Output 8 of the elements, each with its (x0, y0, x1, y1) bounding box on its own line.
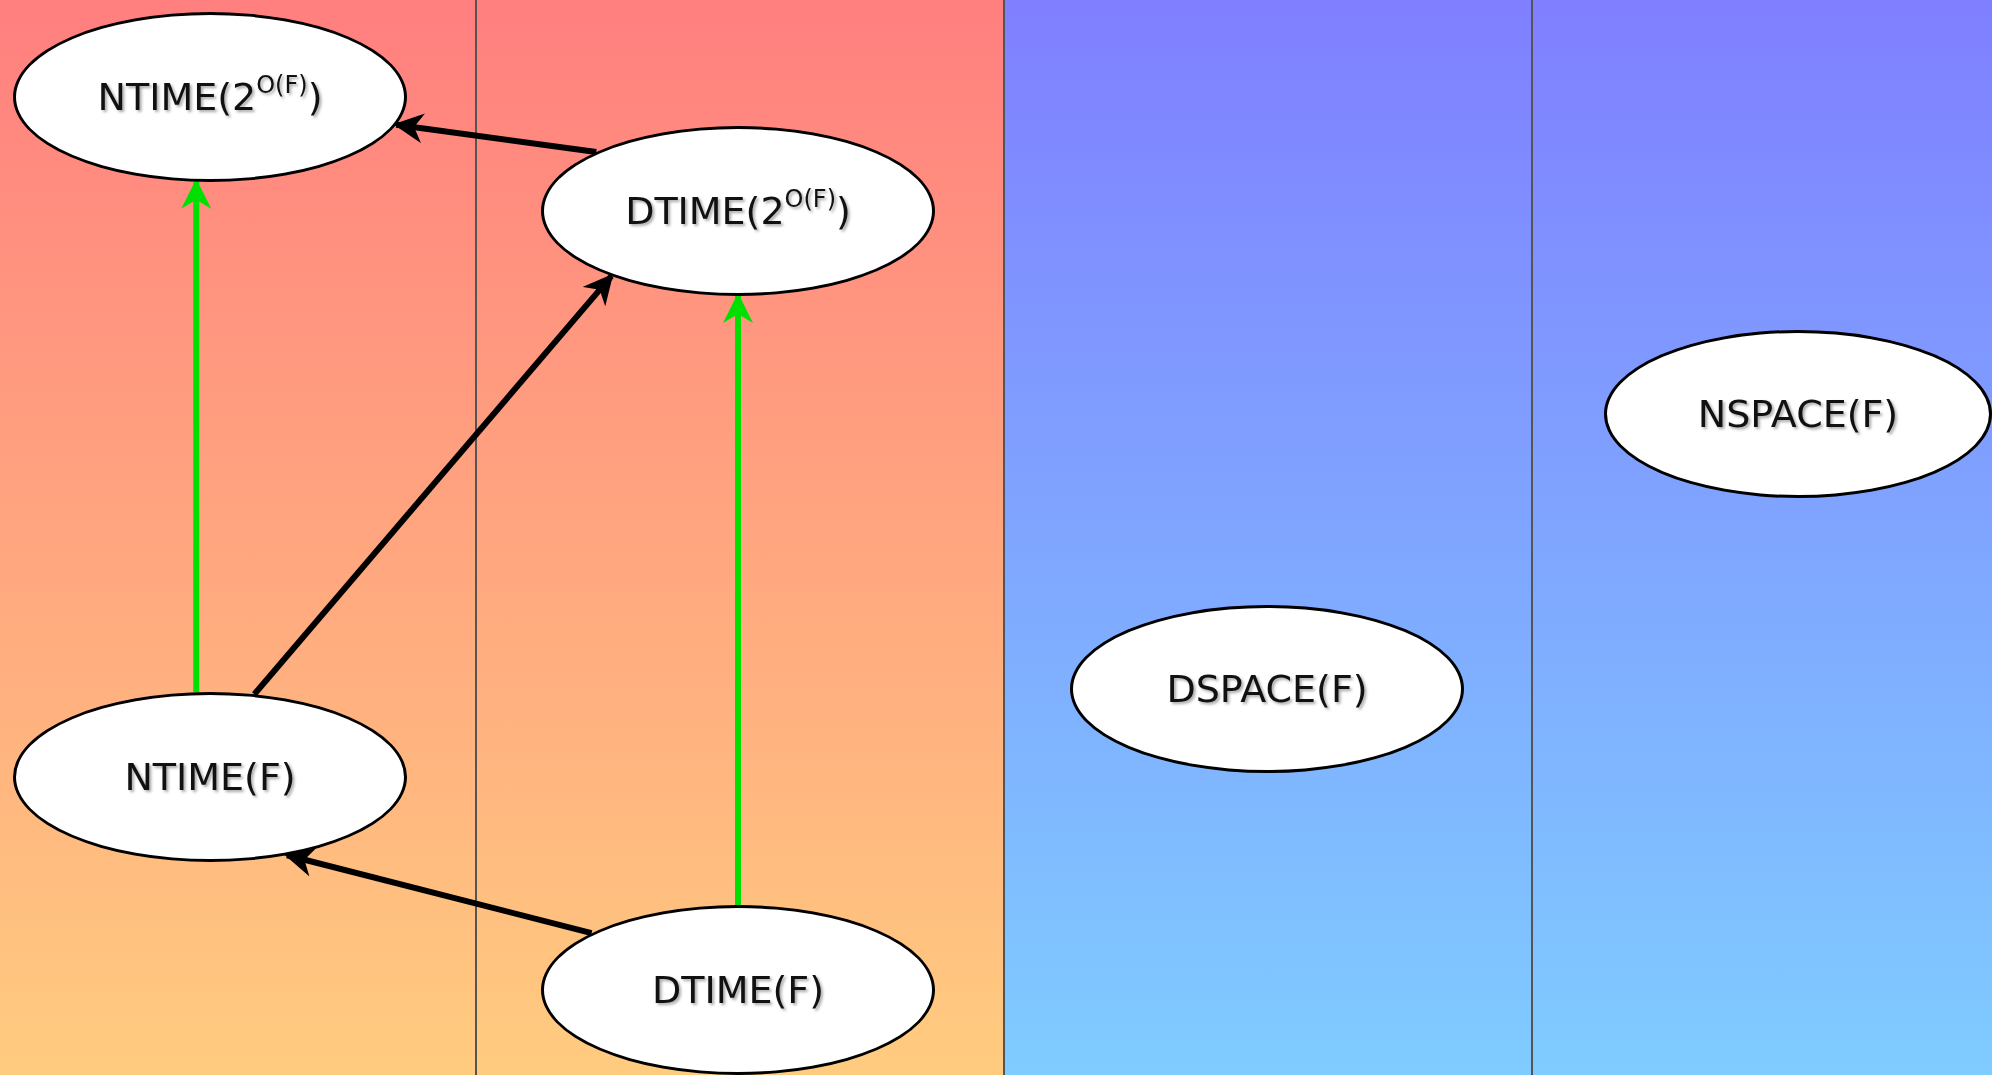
node-label: DTIME(2$^{O(F)}$) (625, 189, 851, 233)
node-label: NTIME(2$^{O(F)}$) (97, 75, 323, 119)
node-label: DTIME(F) (652, 968, 824, 1012)
arrow (284, 847, 593, 937)
node-label: DSPACE(F) (1166, 667, 1368, 711)
node-label: NSPACE(F) (1697, 392, 1899, 436)
arrow (393, 113, 597, 155)
node-label: NTIME(F) (124, 755, 296, 799)
